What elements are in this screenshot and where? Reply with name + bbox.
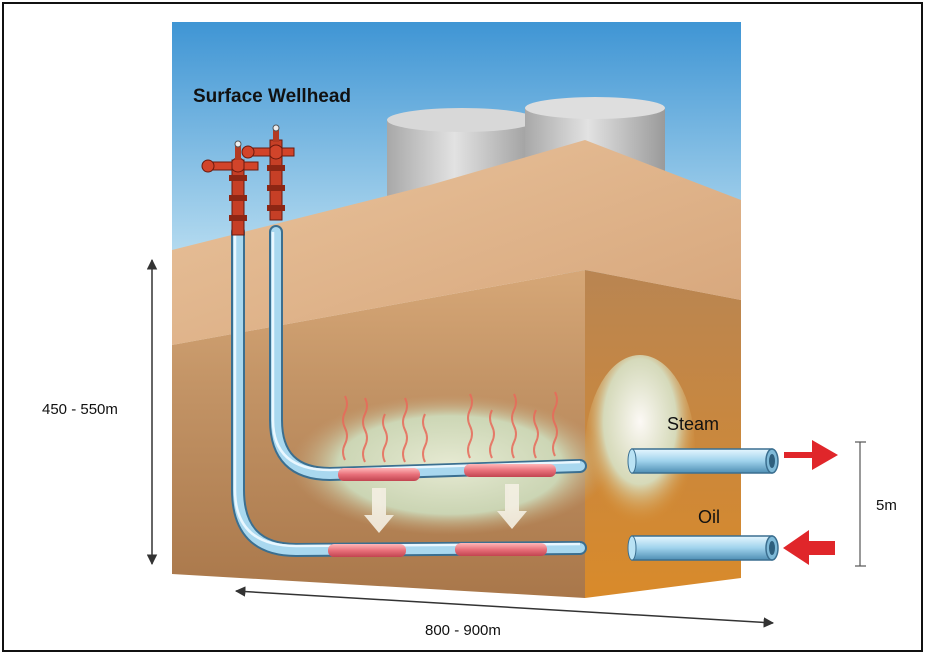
length-label: 800 - 900m	[425, 622, 501, 639]
wellhead-right	[241, 124, 295, 221]
oil-outflow-arrow	[783, 530, 835, 565]
heat-waves	[342, 391, 558, 463]
surface-wellhead-label: Surface Wellhead	[193, 86, 351, 107]
injector-heated-section-2	[464, 464, 556, 477]
length-dimension-arrow	[234, 586, 775, 628]
oil-drainage-arrows	[364, 484, 527, 533]
producer-heated-section-2	[455, 543, 547, 556]
oil-pipe-outlet	[627, 535, 779, 561]
steam-inflow-arrow	[784, 440, 838, 470]
depth-label: 450 - 550m	[42, 401, 118, 418]
steam-label: Steam	[667, 414, 719, 434]
oil-label: Oil	[698, 507, 720, 527]
wellhead-left	[201, 140, 259, 236]
spacing-dimension-bracket	[855, 441, 866, 567]
steam-injector-well	[269, 225, 587, 482]
oil-producer-well	[231, 225, 587, 558]
ground-surface	[172, 140, 741, 345]
steam-pipe-outlet	[627, 448, 779, 474]
injector-heated-section-1	[338, 468, 420, 481]
spacing-label: 5m	[876, 497, 897, 514]
producer-heated-section-1	[328, 544, 406, 557]
